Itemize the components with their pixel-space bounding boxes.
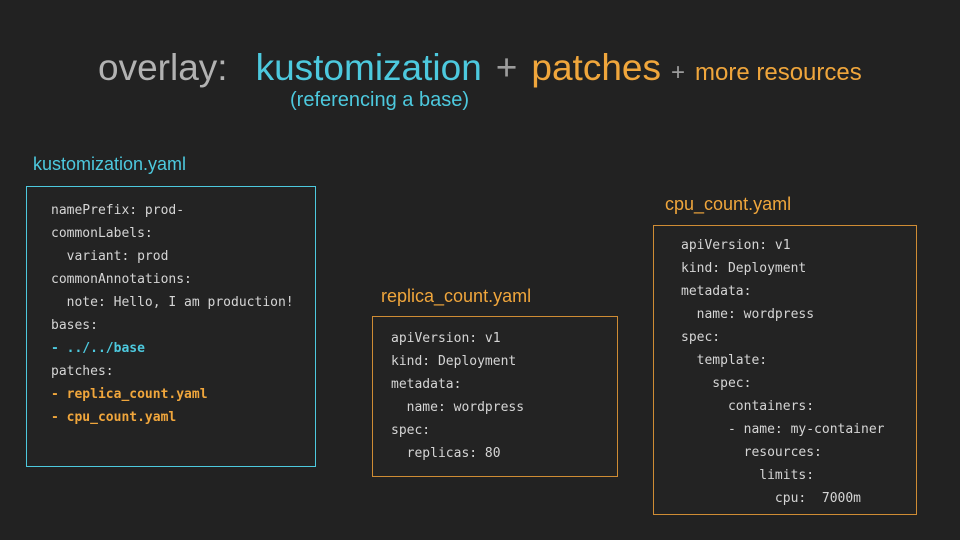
title-overlay: overlay: (98, 47, 228, 88)
code-line: cpu: 7000m (681, 491, 862, 506)
code-line: limits: (681, 468, 815, 483)
code-line: metadata: (681, 284, 752, 299)
code-line: apiVersion: v1 (391, 331, 501, 346)
code-line: variant: prod (51, 249, 169, 264)
title-patches: patches (531, 47, 661, 88)
code-line: commonAnnotations: (51, 272, 192, 287)
code-line: kind: Deployment (681, 261, 807, 276)
code-line: bases: (51, 318, 98, 333)
slide-title: overlay: kustomization + patches + more … (98, 47, 862, 89)
code-box-cpu-count: apiVersion: v1 kind: Deployment metadata… (653, 225, 917, 515)
code-line-base-ref: - ../../base (51, 341, 145, 356)
code-line: commonLabels: (51, 226, 153, 241)
code-line: patches: (51, 364, 114, 379)
title-plus-2: + (670, 59, 685, 86)
code-line-patch-cpu: - cpu_count.yaml (51, 410, 177, 425)
code-line: kind: Deployment (391, 354, 517, 369)
code-line: note: Hello, I am production! (51, 295, 294, 310)
code-line: name: wordpress (391, 400, 525, 415)
code-box-replica-count: apiVersion: v1 kind: Deployment metadata… (372, 316, 618, 477)
code-line-patch-replica: - replica_count.yaml (51, 387, 208, 402)
filename-cpu-count: cpu_count.yaml (665, 194, 792, 214)
code-line: name: wordpress (681, 307, 815, 322)
filename-replica-count: replica_count.yaml (381, 286, 532, 306)
code-line: - name: my-container (681, 422, 885, 437)
filename-kustomization: kustomization.yaml (33, 154, 187, 174)
code-line: namePrefix: prod- (51, 203, 185, 218)
title-subtitle: (referencing a base) (290, 89, 469, 111)
code-line: metadata: (391, 377, 462, 392)
title-plus-1: + (495, 47, 518, 88)
code-line: apiVersion: v1 (681, 238, 791, 253)
code-line: resources: (681, 445, 822, 460)
code-line: spec: (681, 330, 721, 345)
title-kustomization: kustomization (255, 47, 482, 88)
code-line: containers: (681, 399, 815, 414)
title-more-resources: more resources (695, 59, 862, 86)
code-line: spec: (391, 423, 431, 438)
code-line: template: (681, 353, 768, 368)
code-line: replicas: 80 (391, 446, 501, 461)
code-box-kustomization: namePrefix: prod- commonLabels: variant:… (26, 186, 316, 467)
code-line: spec: (681, 376, 752, 391)
